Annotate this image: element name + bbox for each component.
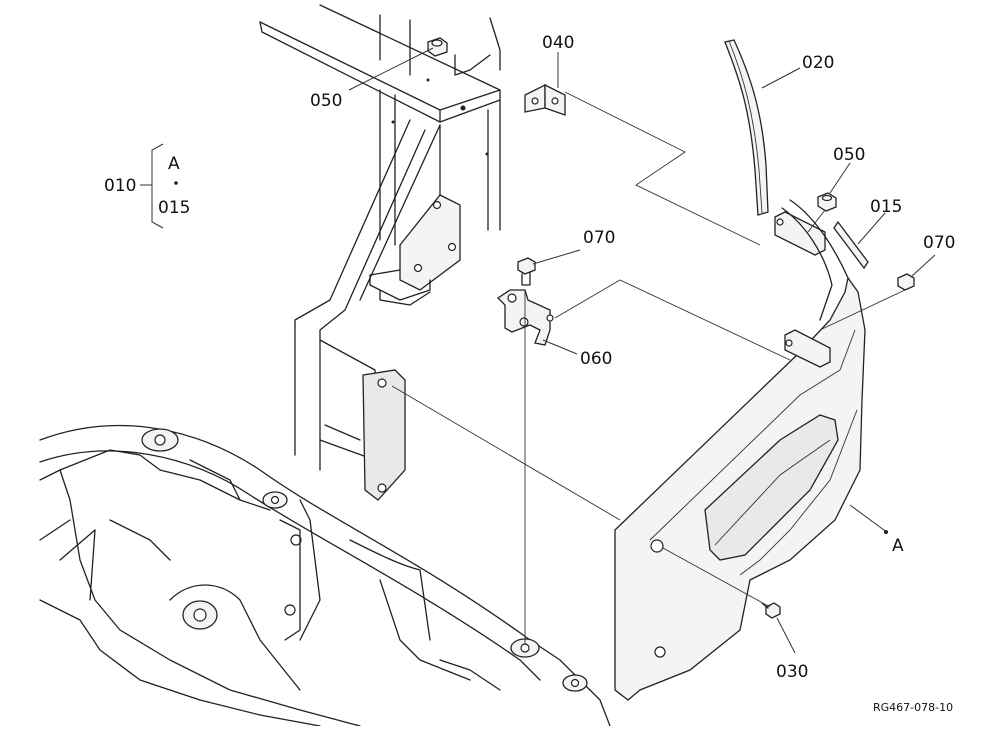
label-015-right: 015	[870, 197, 902, 217]
label-070-right: 070	[923, 233, 955, 253]
label-060: 060	[580, 349, 612, 369]
part-030-bolt[interactable]	[761, 602, 781, 619]
label-015-legend: 015	[158, 198, 190, 218]
part-050-nut-right[interactable]	[817, 192, 837, 212]
main-frame-structure	[259, 4, 501, 501]
label-ref-a: A	[892, 536, 904, 556]
part-040-angle-bracket[interactable]	[524, 83, 566, 116]
part-060-bracket[interactable]	[496, 289, 554, 346]
callout-labels: 050 040 020 050 015 070 070 060 A 030 RG…	[310, 33, 955, 714]
label-050-right: 050	[833, 145, 865, 165]
label-040: 040	[542, 33, 574, 53]
label-070-center: 070	[583, 228, 615, 248]
part-015-seal-pad[interactable]	[833, 220, 869, 270]
kit-legend: 010 A 015	[104, 143, 190, 229]
part-070-bolt-center[interactable]	[517, 257, 536, 286]
side-cover-panel[interactable]	[614, 199, 866, 701]
leader-lines	[348, 47, 936, 654]
label-010: 010	[104, 176, 136, 196]
drawing-code: RG467-078-10	[873, 701, 953, 714]
label-020: 020	[802, 53, 834, 73]
label-ref-a-legend: A	[168, 154, 180, 174]
lower-chassis	[39, 424, 611, 727]
label-050-left: 050	[310, 91, 342, 111]
part-070-bolt-right[interactable]	[897, 273, 915, 291]
part-020-seal-strip[interactable]	[724, 39, 769, 216]
label-030: 030	[776, 662, 808, 682]
assembly-lines	[391, 91, 906, 645]
part-050-nut-left[interactable]	[427, 37, 448, 57]
